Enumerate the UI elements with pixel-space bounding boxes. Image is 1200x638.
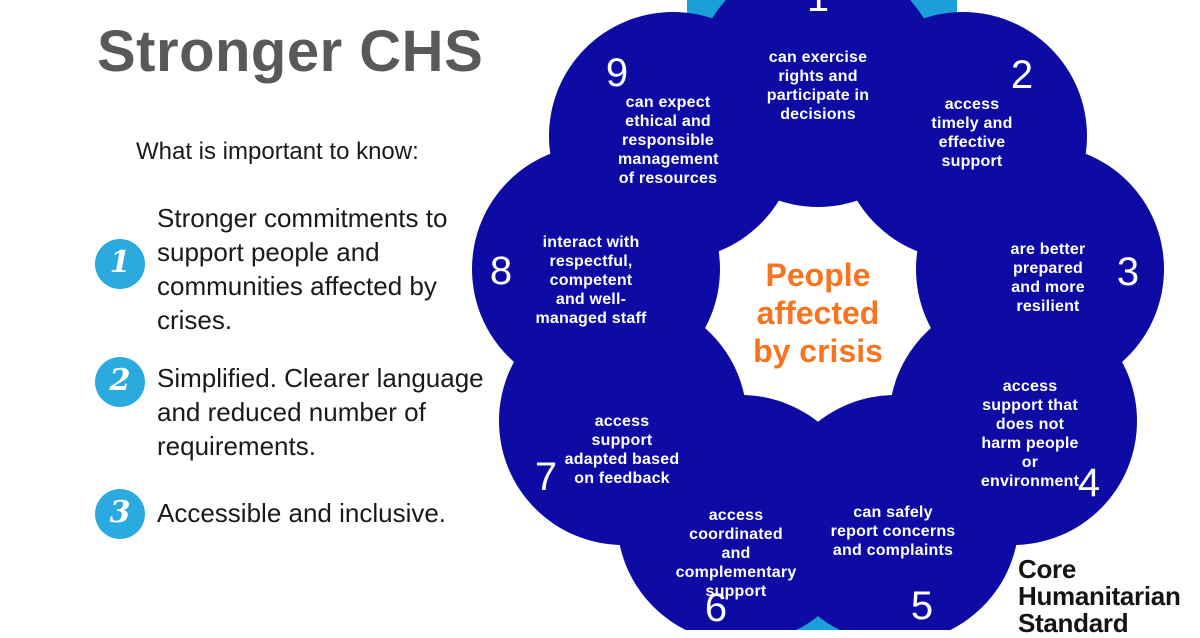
petal-4-number: 4 (1077, 461, 1101, 505)
petal-2-text: access timely and effective support (931, 96, 1013, 170)
petal-4-text: access support that does not harm people… (980, 378, 1080, 490)
page-subtitle: What is important to know: (136, 138, 419, 165)
flower-petal-circle (549, 12, 797, 260)
key-point-3-text: Accessible and inclusive. (157, 498, 447, 528)
chs-logo-text: Core Humanitarian Standard (1018, 554, 1181, 638)
flower-center-label: People affected by crisis (753, 257, 883, 369)
petal-5-number: 5 (910, 584, 934, 628)
petal-6-text: access coordinated and complementary sup… (675, 507, 797, 600)
key-point-2-text: Simplified. Clearer language and reduced… (157, 363, 484, 461)
petal-5-text: can safely report concerns and complaint… (830, 504, 956, 559)
petal-9-text: can expect ethical and responsible manag… (618, 94, 719, 187)
petal-2-number: 2 (1010, 53, 1034, 97)
petal-8-number: 8 (489, 249, 513, 293)
petal-3-text: are better prepared and more resilient (1010, 241, 1086, 315)
key-point-2-badge: 2 (95, 357, 145, 407)
petal-1-number: 1 (796, 0, 840, 22)
page-title: Stronger CHS (97, 19, 484, 84)
key-point-3-badge: 3 (95, 489, 145, 539)
key-point-1-badge: 1 (95, 239, 145, 289)
petal-7-text: access support adapted based on feedback (564, 413, 680, 487)
petal-7-number: 7 (534, 455, 558, 499)
petal-3-number: 3 (1116, 250, 1140, 294)
flower-petals (472, 0, 1164, 630)
petal-9-number: 9 (605, 51, 629, 95)
key-point-1-text: Stronger commitments to support people a… (157, 203, 448, 335)
petal-1-text: can exercise rights and participate in d… (766, 49, 870, 123)
petal-6-number: 6 (704, 586, 728, 630)
petal-8-text: interact with respectful, competent and … (535, 234, 647, 327)
